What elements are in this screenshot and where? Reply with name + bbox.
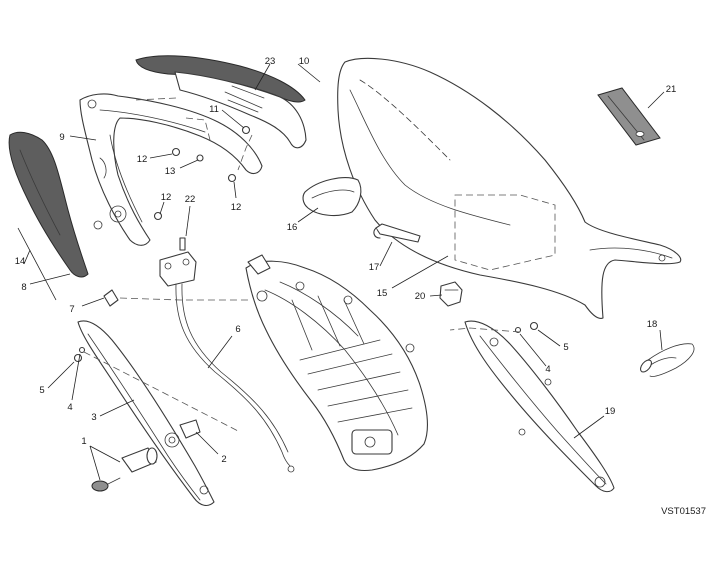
- tail-frame: [79, 93, 263, 246]
- callout-11: 11: [209, 104, 219, 115]
- drawing-reference-code: VST01537: [661, 506, 706, 517]
- callout-9: 9: [59, 132, 64, 143]
- callout-2: 2: [221, 454, 226, 465]
- callout-1: 1: [81, 436, 86, 447]
- fasteners: [73, 125, 539, 363]
- callout-13: 13: [165, 166, 176, 177]
- callouts: 23 10 21 11 9 12 13 12 12 22 16 14 8 17 …: [15, 56, 677, 465]
- left-side-panel: [8, 131, 89, 301]
- callout-5-b: 5: [563, 342, 568, 353]
- callout-18: 18: [647, 319, 658, 330]
- seat: [337, 57, 682, 319]
- right-fairing-panel: [464, 320, 615, 493]
- callout-8: 8: [21, 282, 26, 293]
- callout-16: 16: [287, 222, 298, 233]
- callout-6: 6: [235, 324, 240, 335]
- callout-12-c: 12: [161, 192, 172, 203]
- callout-15: 15: [377, 288, 388, 299]
- callout-12-b: 12: [231, 202, 242, 213]
- callout-22: 22: [185, 194, 196, 205]
- lock-assembly: [91, 447, 158, 492]
- leader-lines: [23, 63, 665, 481]
- callout-23: 23: [265, 56, 276, 67]
- seat-nut: [439, 281, 463, 307]
- callout-10: 10: [299, 56, 310, 67]
- callout-14: 14: [15, 256, 26, 267]
- left-fairing-panel: [77, 320, 215, 507]
- callout-7: 7: [69, 304, 74, 315]
- seat-pad: [302, 177, 362, 217]
- callout-4-a: 4: [67, 402, 72, 413]
- callout-17: 17: [369, 262, 380, 273]
- rear-subframe: [245, 254, 429, 472]
- callout-19: 19: [605, 406, 616, 417]
- cable-loop: [640, 343, 695, 377]
- seat-clip: [373, 223, 421, 243]
- callout-12-a: 12: [137, 154, 148, 165]
- upper-tail-cover: [135, 55, 307, 149]
- callout-3: 3: [91, 412, 96, 423]
- strap-plate: [597, 87, 661, 146]
- release-cable: [175, 283, 295, 473]
- callout-5-a: 5: [39, 385, 44, 396]
- latch-bracket: [159, 237, 197, 287]
- callout-20: 20: [415, 291, 426, 302]
- callout-21: 21: [666, 84, 677, 95]
- callout-4-b: 4: [545, 364, 550, 375]
- assembly-lines: [83, 97, 521, 433]
